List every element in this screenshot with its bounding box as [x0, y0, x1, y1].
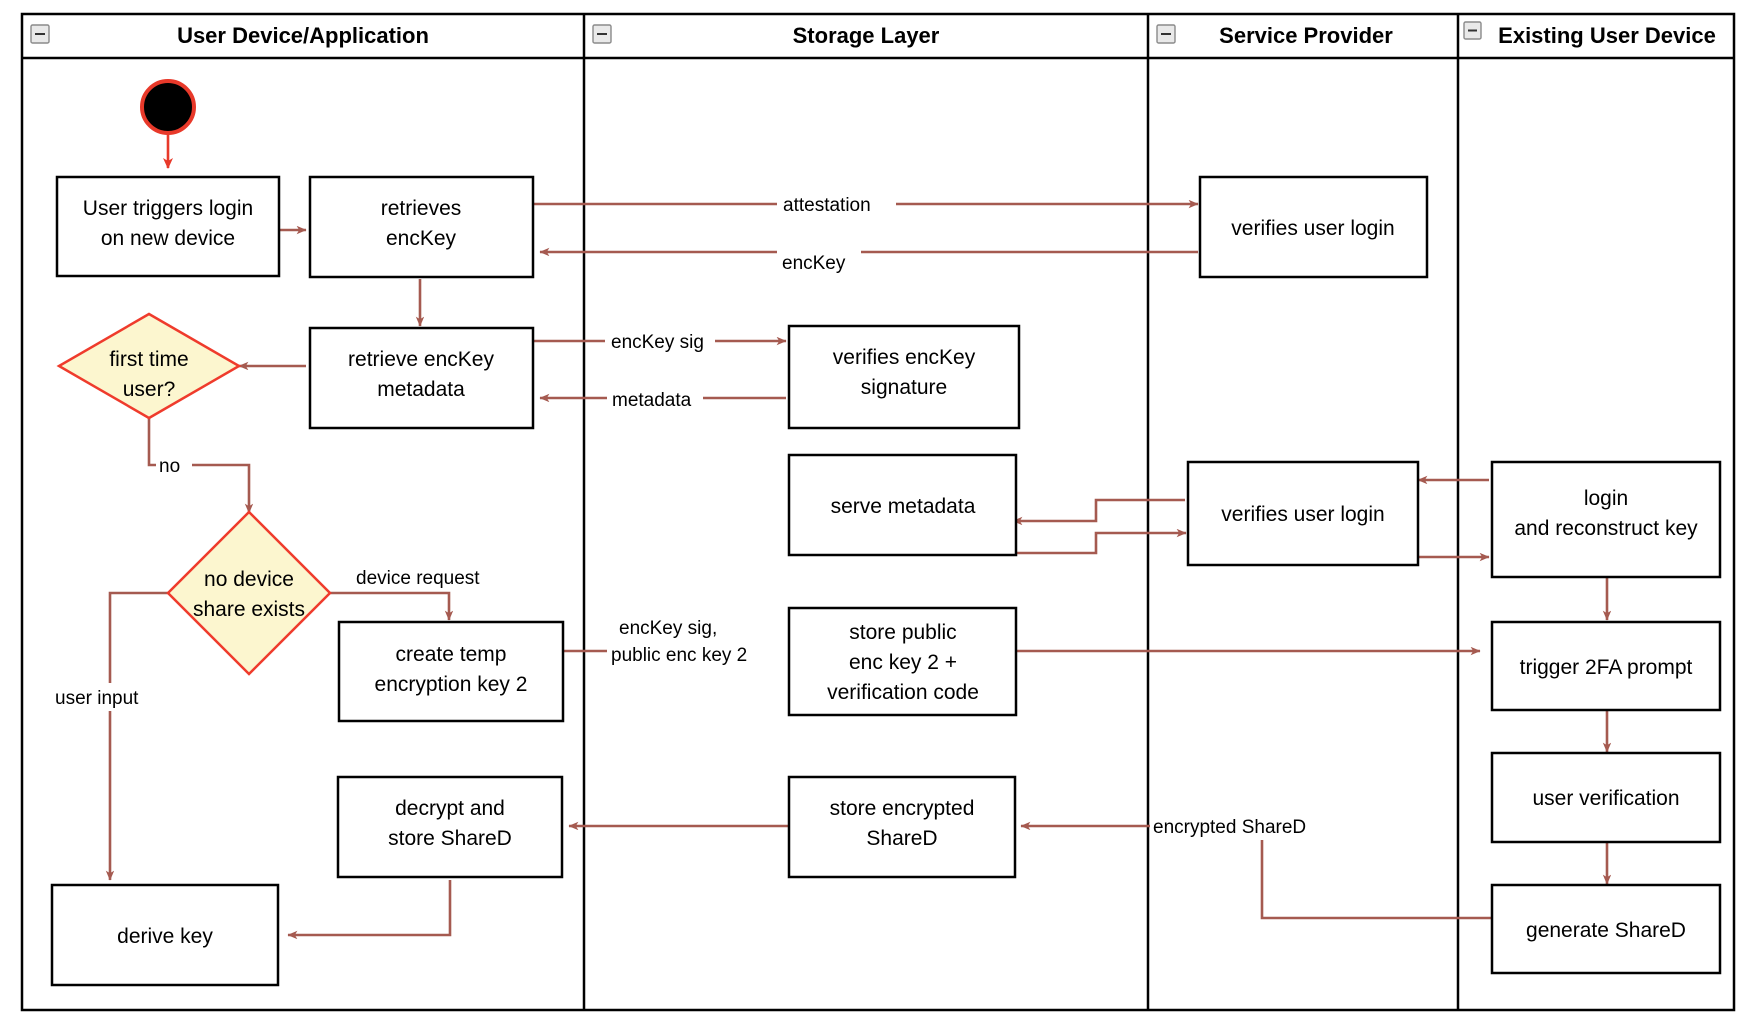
edge-sp-to-serve-metadata: [1012, 498, 1185, 526]
minus-square-icon[interactable]: [30, 24, 50, 44]
lane-header-user-device[interactable]: User Device/Application: [30, 23, 429, 48]
edge-device-request: [330, 591, 454, 621]
node-label-line: store encrypted: [830, 797, 975, 820]
edge-user-input: [105, 591, 168, 881]
edge-decrypt-to-derive: [287, 880, 452, 940]
decision-label-line: share exists: [193, 598, 305, 621]
node-label-line: signature: [861, 376, 947, 399]
node-label-line: retrieve encKey: [348, 348, 494, 371]
node-label-line: login: [1584, 487, 1628, 510]
node-derive-key[interactable]: derive key: [50, 883, 280, 987]
lane-label-existing-device: Existing User Device: [1498, 23, 1716, 48]
lane-label-service-provider: Service Provider: [1219, 23, 1393, 48]
edge-label-metadata: metadata: [612, 390, 692, 411]
lane-header-existing-device[interactable]: Existing User Device: [1463, 21, 1716, 48]
edge-no: [147, 418, 254, 514]
node-label-line: and reconstruct key: [1514, 517, 1698, 540]
node-user-verification[interactable]: user verification: [1490, 751, 1722, 844]
node-verifies-user-login-1[interactable]: verifies user login: [1198, 175, 1429, 279]
node-label-line: enc key 2 +: [849, 651, 957, 674]
node-serve-metadata[interactable]: serve metadata: [787, 453, 1018, 557]
minus-square-icon[interactable]: [1463, 21, 1482, 40]
node-label-line: derive key: [117, 925, 213, 948]
edge-label-no: no: [159, 456, 180, 477]
node-label-line: create temp: [396, 643, 507, 666]
minus-square-icon[interactable]: [592, 24, 612, 44]
edge-label-enckey-sig: encKey sig: [611, 332, 704, 353]
node-login-reconstruct[interactable]: login and reconstruct key: [1490, 460, 1722, 579]
edge-label-user-input: user input: [55, 688, 139, 709]
edge-serve-metadata-to-sp: [1013, 528, 1187, 555]
node-label-line: verifies encKey: [833, 346, 976, 369]
node-user-triggers-login[interactable]: User triggers login on new device: [55, 175, 281, 278]
edge-encrypted-shared: [1020, 821, 1498, 920]
decision-label-line: first time: [109, 348, 188, 371]
node-retrieve-enckey-metadata[interactable]: retrieve encKey metadata: [308, 326, 535, 430]
node-label-line: store public: [849, 621, 956, 644]
node-store-encrypted-shared[interactable]: store encrypted ShareD: [787, 775, 1017, 879]
edge-label-enckey-sig-pubkey-line2: public enc key 2: [611, 645, 747, 666]
node-label-line: ShareD: [866, 827, 937, 850]
node-label-line: generate ShareD: [1526, 919, 1686, 942]
node-label-line: serve metadata: [831, 495, 976, 518]
lane-label-storage: Storage Layer: [793, 23, 940, 48]
node-verifies-user-login-2[interactable]: verifies user login: [1186, 460, 1420, 567]
edge-label-enckey-sig-pubkey-line1: encKey sig,: [619, 618, 717, 639]
edge-label-attestation: attestation: [783, 195, 871, 216]
node-retrieves-enckey[interactable]: retrieves encKey: [308, 175, 535, 279]
node-label-line: User triggers login: [83, 197, 253, 220]
lane-header-storage[interactable]: Storage Layer: [592, 23, 940, 48]
node-label-line: on new device: [101, 227, 235, 250]
node-label-line: metadata: [377, 378, 465, 401]
minus-square-icon[interactable]: [1156, 24, 1176, 44]
node-label-line: verifies user login: [1231, 217, 1394, 240]
lane-label-user-device: User Device/Application: [177, 23, 429, 48]
edge-label-enckey: encKey: [782, 253, 846, 274]
node-label-line: verifies user login: [1221, 503, 1384, 526]
lane-header-service-provider[interactable]: Service Provider: [1156, 23, 1393, 48]
node-label-line: retrieves: [381, 197, 462, 220]
node-label-line: verification code: [827, 681, 979, 704]
edge-label-device-request: device request: [356, 568, 480, 589]
node-label-line: encKey: [386, 227, 457, 250]
node-store-public-key[interactable]: store public enc key 2 + verification co…: [787, 606, 1018, 717]
decision-label-line: no device: [204, 568, 294, 591]
decision-no-device-share[interactable]: no device share exists: [166, 510, 332, 676]
node-verifies-enckey-signature[interactable]: verifies encKey signature: [787, 324, 1021, 430]
node-trigger-2fa[interactable]: trigger 2FA prompt: [1490, 620, 1722, 712]
edge-label-encrypted-shared: encrypted ShareD: [1153, 817, 1306, 838]
node-label-line: decrypt and: [395, 797, 505, 820]
node-label-line: trigger 2FA prompt: [1520, 656, 1693, 679]
initial-node[interactable]: [140, 79, 196, 135]
node-create-temp-key[interactable]: create temp encryption key 2: [337, 620, 565, 723]
node-decrypt-store-shared[interactable]: decrypt and store ShareD: [336, 775, 564, 879]
edge-labels-layer: attestation encKey encKey sig metadata n…: [52, 190, 1332, 840]
node-label-line: store ShareD: [388, 827, 512, 850]
decision-first-time-user[interactable]: first time user?: [56, 312, 242, 420]
node-label-line: user verification: [1532, 787, 1679, 810]
node-generate-shared[interactable]: generate ShareD: [1490, 883, 1722, 975]
node-label-line: encryption key 2: [375, 673, 528, 696]
decision-label-line: user?: [123, 378, 176, 401]
